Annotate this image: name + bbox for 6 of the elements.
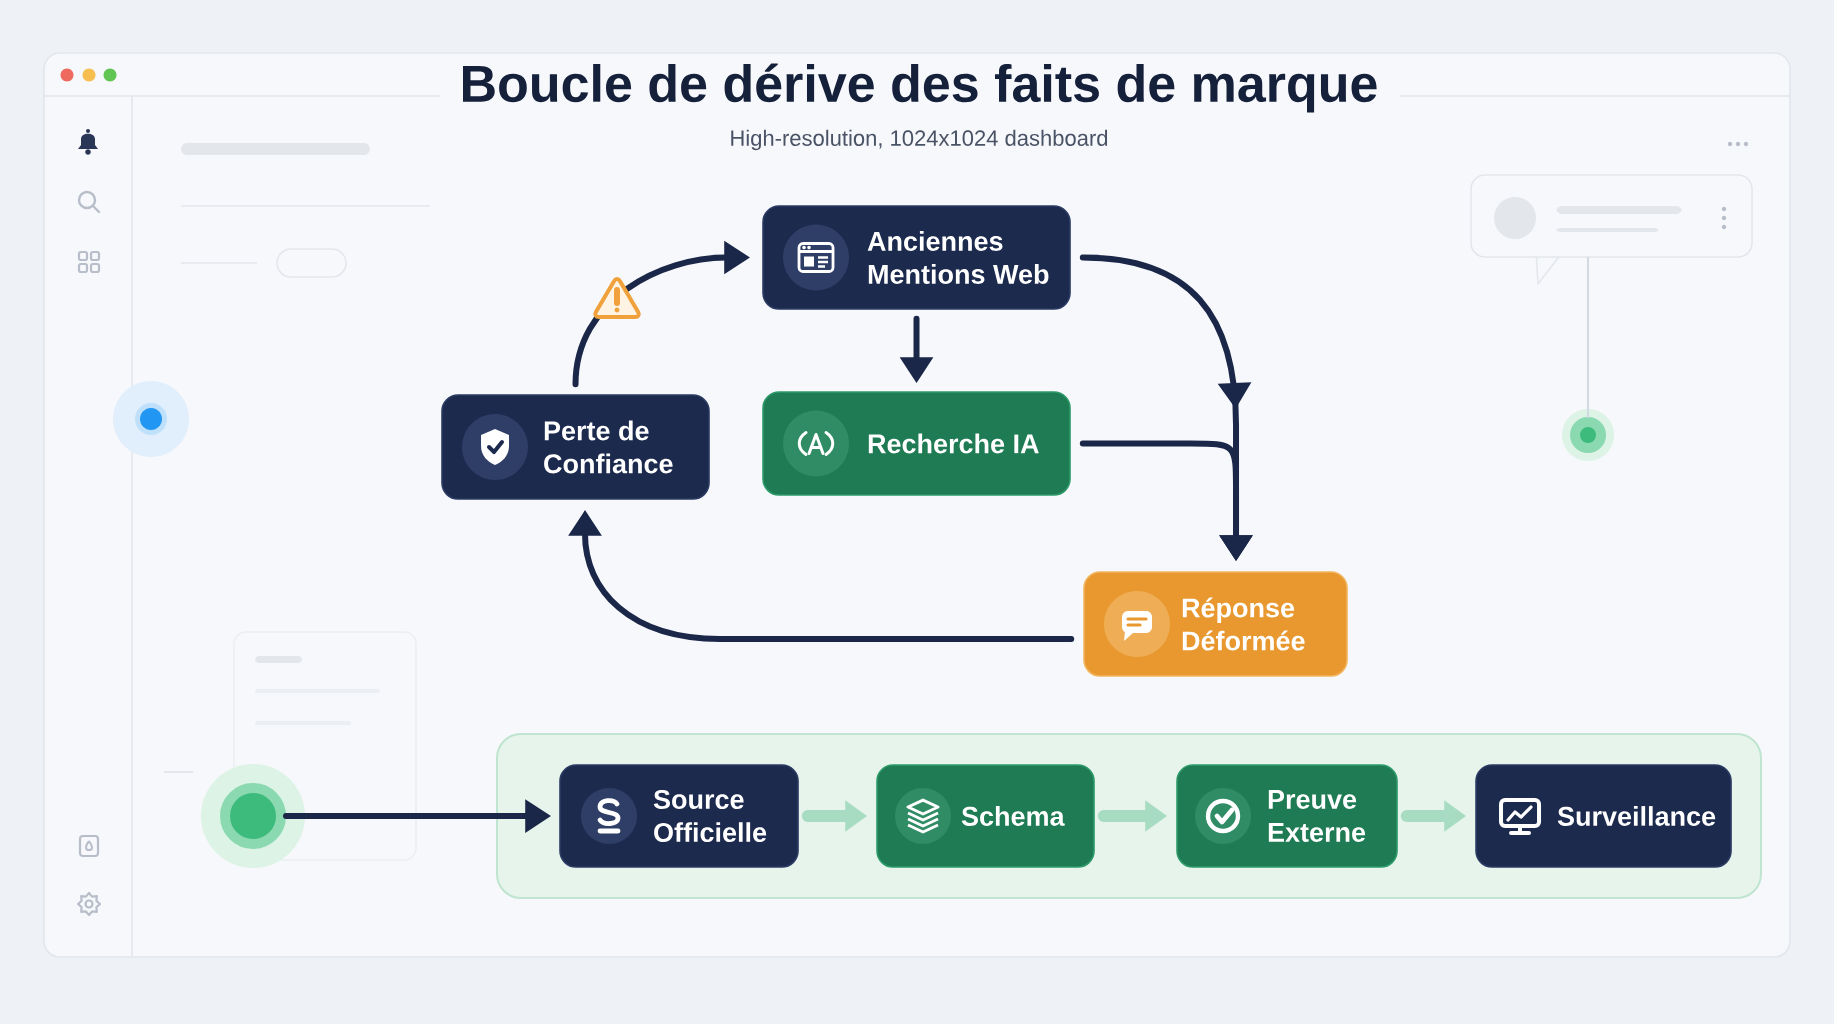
process-box: Surveillance: [1475, 764, 1732, 868]
connector-line: [1587, 256, 1589, 418]
subtitle: High-resolution, 1024x1024 dashboard: [731, 129, 1108, 151]
status-dot: [1562, 409, 1614, 461]
start-dot: [201, 764, 305, 868]
title: Boucle de dérive des faits de marque: [463, 63, 1377, 113]
